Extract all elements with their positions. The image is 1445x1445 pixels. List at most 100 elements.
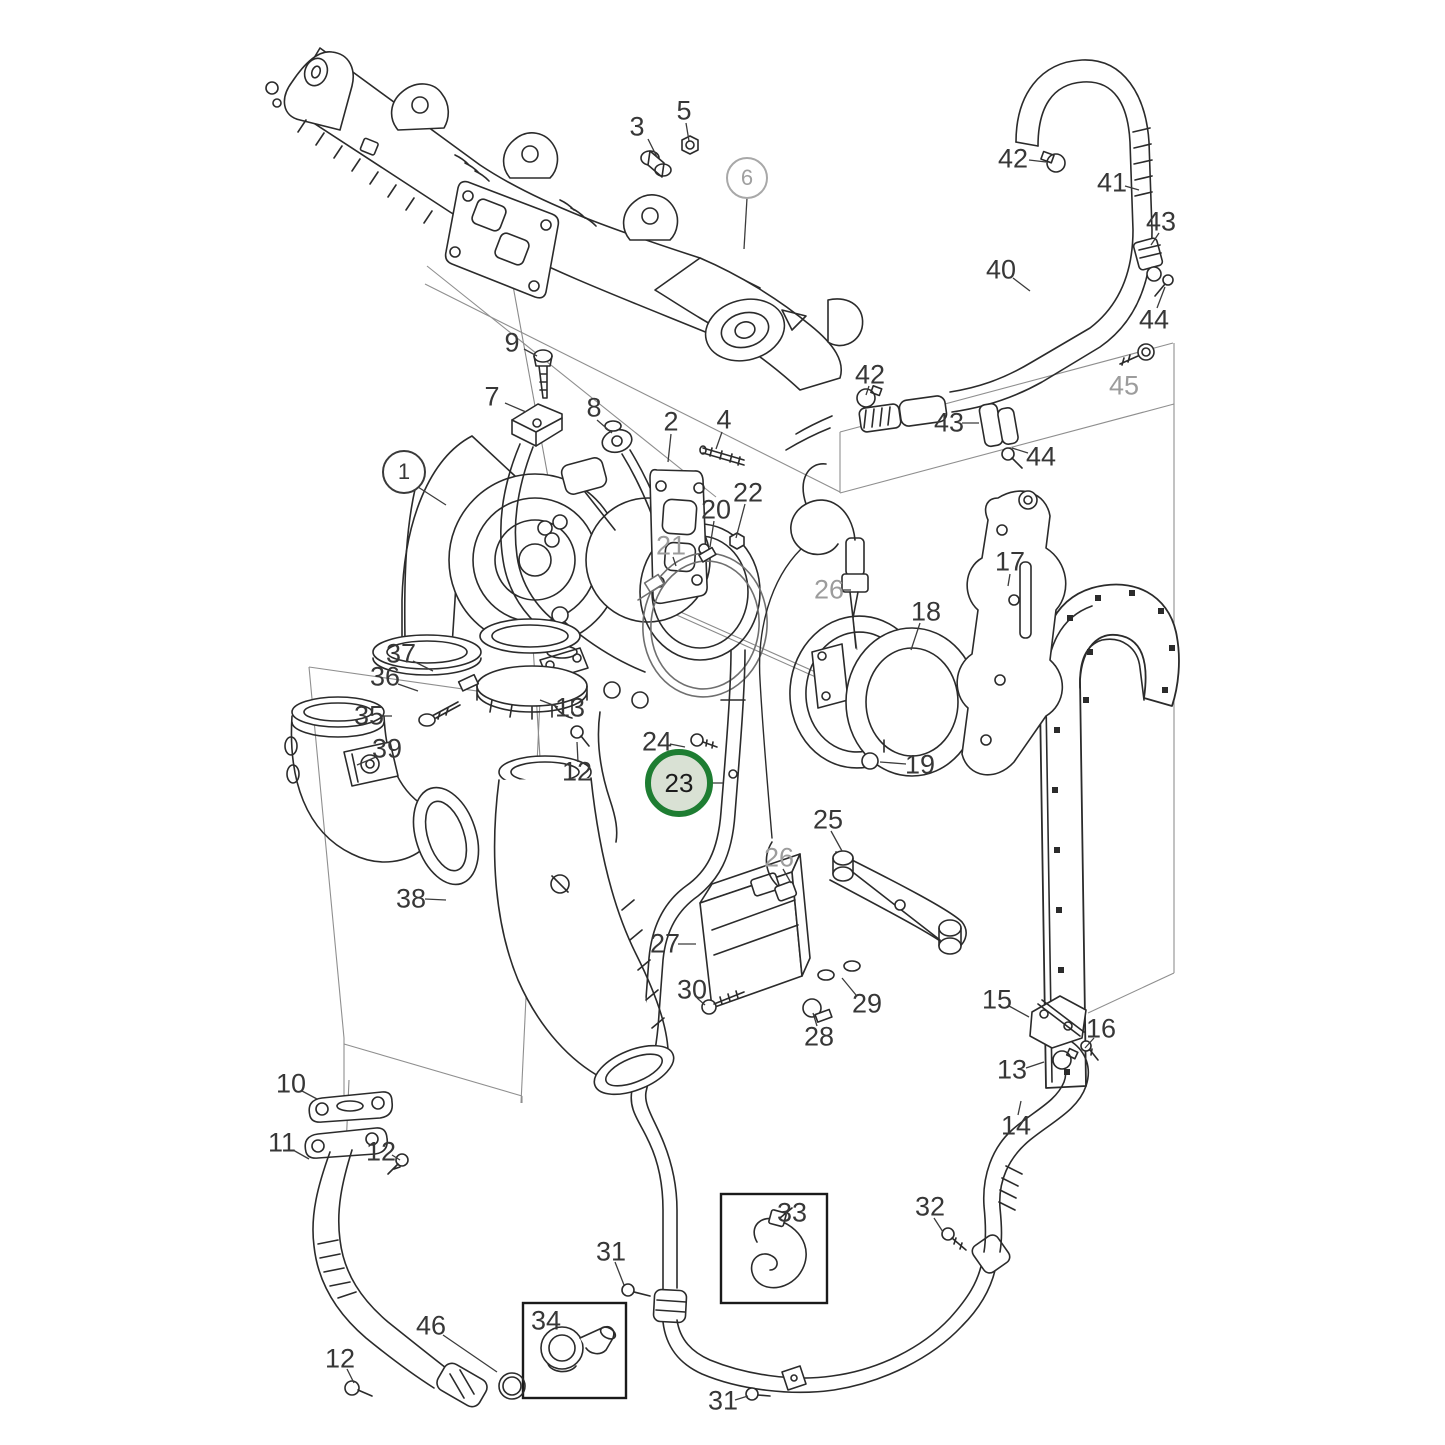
label-38[interactable]: 38 xyxy=(395,883,427,914)
diagram-line xyxy=(1087,972,1175,1014)
label-3[interactable]: 3 xyxy=(629,111,645,142)
oil-drain-pipe xyxy=(304,1091,526,1408)
diagram-line xyxy=(672,556,677,567)
label-2[interactable]: 2 xyxy=(663,406,679,437)
label-22[interactable]: 22 xyxy=(732,477,764,508)
label-42b[interactable]: 42 xyxy=(854,359,886,390)
diagram-line xyxy=(308,666,345,1039)
bracket-25 xyxy=(817,850,967,981)
label-20[interactable]: 20 xyxy=(700,494,732,525)
diagram-line xyxy=(539,699,559,708)
label-15[interactable]: 15 xyxy=(981,984,1013,1015)
diagram-line xyxy=(910,622,921,651)
label-35[interactable]: 35 xyxy=(353,700,385,731)
diagram-line xyxy=(685,122,690,142)
diagram-line xyxy=(879,761,907,765)
label-19[interactable]: 19 xyxy=(904,749,936,780)
label-7[interactable]: 7 xyxy=(484,381,500,412)
label-9[interactable]: 9 xyxy=(504,327,520,358)
diagram-line xyxy=(356,756,377,766)
label-32[interactable]: 32 xyxy=(914,1191,946,1222)
diagram-line xyxy=(812,1012,818,1027)
label-26b[interactable]: 26 xyxy=(763,842,795,873)
label-12b[interactable]: 12 xyxy=(365,1136,397,1167)
group-parts xyxy=(265,47,1180,1408)
diagram-line xyxy=(865,385,870,396)
label-41[interactable]: 41 xyxy=(1096,167,1128,198)
label-45[interactable]: 45 xyxy=(1108,370,1140,401)
label-34[interactable]: 34 xyxy=(530,1305,562,1336)
label-43b[interactable]: 43 xyxy=(933,407,965,438)
label-31b[interactable]: 31 xyxy=(707,1385,739,1416)
diagram-line xyxy=(417,486,447,506)
diagram-line xyxy=(442,1334,498,1373)
diagram-line xyxy=(782,868,792,884)
bushing-3 xyxy=(640,150,672,178)
label-1[interactable]: 1 xyxy=(382,450,426,494)
diagram-line xyxy=(1028,159,1047,163)
wastegate-ring xyxy=(789,615,979,777)
label-37[interactable]: 37 xyxy=(385,638,417,669)
diagram-line xyxy=(735,503,746,539)
label-4[interactable]: 4 xyxy=(716,404,732,435)
label-31a[interactable]: 31 xyxy=(595,1236,627,1267)
label-28[interactable]: 28 xyxy=(803,1021,835,1052)
label-36[interactable]: 36 xyxy=(369,661,401,692)
diagram-line xyxy=(1012,277,1031,292)
diagram-line xyxy=(1084,1037,1095,1049)
diagram-line xyxy=(1017,1100,1022,1116)
label-10[interactable]: 10 xyxy=(275,1068,307,1099)
label-44a[interactable]: 44 xyxy=(1138,304,1170,335)
label-16[interactable]: 16 xyxy=(1085,1013,1117,1044)
diagram-line xyxy=(576,741,579,763)
label-46[interactable]: 46 xyxy=(415,1310,447,1341)
diagram-line xyxy=(841,977,857,996)
diagram-line xyxy=(1025,1061,1045,1069)
label-33[interactable]: 33 xyxy=(776,1197,808,1228)
diagram-line xyxy=(504,402,527,413)
bolt-9 xyxy=(533,349,553,399)
label-26a[interactable]: 26 xyxy=(813,574,845,605)
label-43a[interactable]: 43 xyxy=(1145,206,1177,237)
label-11[interactable]: 11 xyxy=(267,1127,297,1158)
label-40[interactable]: 40 xyxy=(985,254,1017,285)
label-27[interactable]: 27 xyxy=(649,928,681,959)
label-5[interactable]: 5 xyxy=(676,95,692,126)
diagram-line xyxy=(1008,1005,1030,1018)
label-6[interactable]: 6 xyxy=(726,157,768,199)
hose-14 xyxy=(982,995,1099,1253)
label-21[interactable]: 21 xyxy=(655,530,687,561)
diagram-line xyxy=(696,997,706,1006)
diagram-line xyxy=(614,1261,625,1286)
diagram-line xyxy=(933,1217,944,1233)
clamp-bolt-20-nut-22 xyxy=(698,532,745,563)
label-8[interactable]: 8 xyxy=(586,392,602,423)
hose-41 xyxy=(785,59,1174,469)
diagram-line xyxy=(301,1090,318,1100)
bracket-40 xyxy=(956,490,1067,776)
label-23[interactable]: 23 xyxy=(645,749,713,817)
diagram-line xyxy=(596,419,613,434)
diagram-line xyxy=(743,197,748,250)
label-18[interactable]: 18 xyxy=(910,596,942,627)
label-13b[interactable]: 13 xyxy=(996,1054,1028,1085)
elbow-39 xyxy=(284,696,480,886)
diagram-line xyxy=(647,138,658,158)
label-29[interactable]: 29 xyxy=(851,988,883,1019)
label-14[interactable]: 14 xyxy=(1000,1110,1032,1141)
nut-5 xyxy=(681,135,699,155)
label-12c[interactable]: 12 xyxy=(324,1343,356,1374)
label-42a[interactable]: 42 xyxy=(997,143,1029,174)
label-30[interactable]: 30 xyxy=(676,974,708,1005)
label-17[interactable]: 17 xyxy=(994,546,1026,577)
label-13a[interactable]: 13 xyxy=(554,692,586,723)
diagram-line xyxy=(343,1043,523,1097)
label-39[interactable]: 39 xyxy=(371,733,403,764)
exhaust-manifold xyxy=(265,47,864,391)
label-12a[interactable]: 12 xyxy=(561,756,593,787)
diagram-line xyxy=(391,1154,401,1161)
diagram-line xyxy=(397,683,419,692)
label-44b[interactable]: 44 xyxy=(1025,441,1057,472)
label-25[interactable]: 25 xyxy=(812,804,844,835)
